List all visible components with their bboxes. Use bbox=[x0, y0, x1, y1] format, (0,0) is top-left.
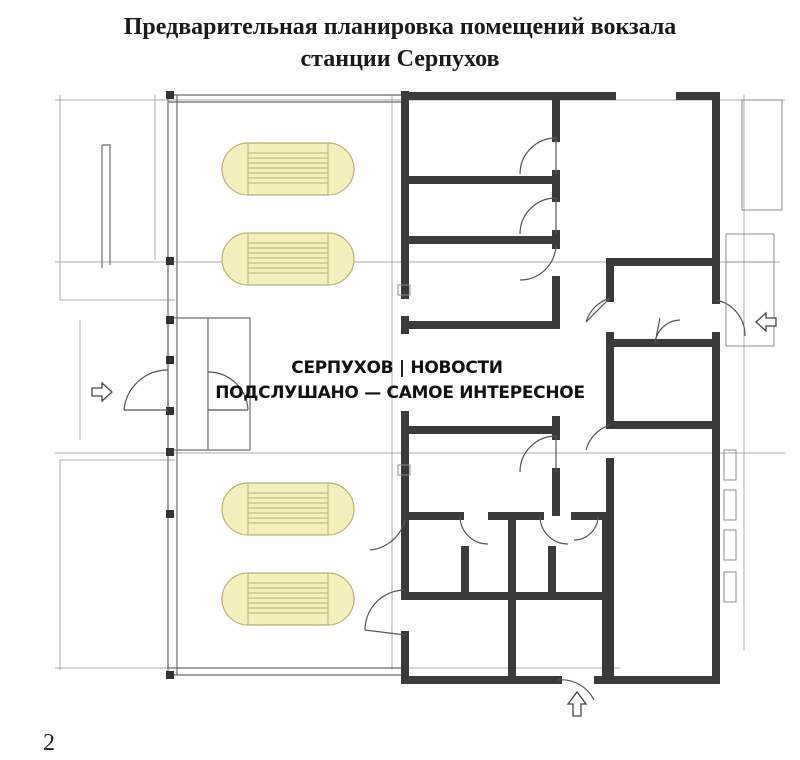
watermark-line-2: ПОДСЛУШАНО — САМОЕ ИНТЕРЕСНОЕ bbox=[215, 383, 585, 403]
entrance-arrows bbox=[91, 311, 777, 717]
entrance-arrow-left bbox=[91, 381, 113, 403]
staircase bbox=[221, 232, 355, 286]
plan-title-line-1: Предварительная планировка помещений вок… bbox=[123, 14, 677, 40]
staircase bbox=[221, 142, 355, 196]
hall-outline bbox=[101, 94, 405, 676]
doors bbox=[123, 137, 746, 701]
entrance-arrow-bottom bbox=[566, 690, 588, 717]
staircase bbox=[221, 572, 355, 626]
staircase bbox=[221, 482, 355, 536]
fixtures bbox=[397, 99, 783, 603]
building-walls bbox=[401, 92, 720, 684]
page-number: 2 bbox=[43, 730, 55, 756]
watermark-line-1: СЕРПУХОВ | НОВОСТИ bbox=[291, 358, 503, 378]
stairs bbox=[221, 142, 355, 626]
plan-title-line-2: станции Серпухов bbox=[300, 46, 500, 72]
entrance-arrow-right bbox=[755, 311, 777, 333]
